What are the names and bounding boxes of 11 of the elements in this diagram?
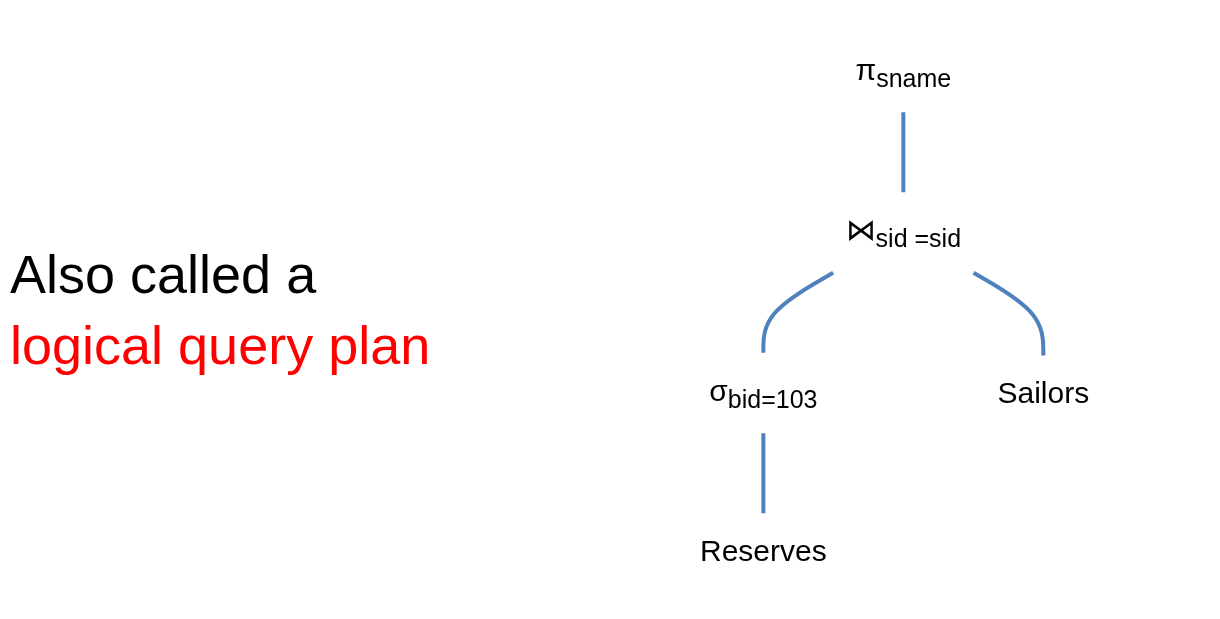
- node-text: ⋈$_{sid =sid}$: [846, 212, 962, 252]
- connector: [972, 270, 1046, 355]
- connector: [901, 111, 906, 192]
- node-text: Sailors: [997, 376, 1090, 409]
- node-text: Reserves: [700, 533, 828, 567]
- node-text: π$_{sname}$: [855, 52, 952, 92]
- connector: [761, 432, 766, 513]
- note-text: Also called a: [10, 243, 318, 307]
- connector: [761, 270, 835, 353]
- node-text: σ$_{bid=103}$: [709, 373, 818, 413]
- note-text: logical query plan: [10, 313, 432, 377]
